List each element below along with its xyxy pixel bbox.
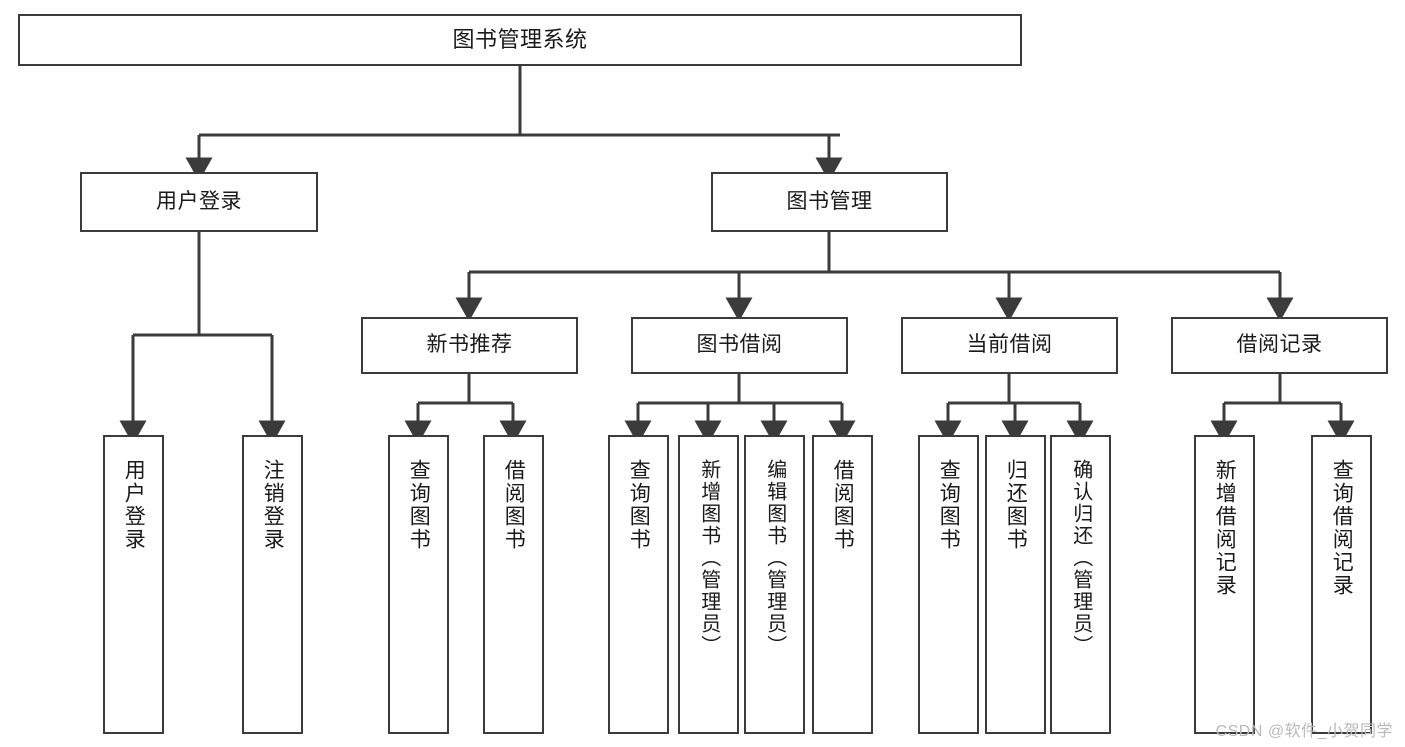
node-user-login[interactable]: 用户登录 (80, 172, 318, 232)
leaf-user-login-logout[interactable]: 注销登录 (242, 435, 303, 734)
node-book-management-label: 图书管理 (786, 189, 873, 213)
leaf-book-borrow-borrow[interactable]: 借阅图书 (812, 435, 873, 734)
leaf-book-borrow-add[interactable]: 新增图书（管理员） (678, 435, 739, 734)
node-user-login-label: 用户登录 (156, 189, 242, 213)
node-new-book-recommend[interactable]: 新书推荐 (361, 317, 578, 374)
leaf-borrow-record-add-label: 新增借阅记录 (1213, 459, 1237, 597)
node-borrow-record[interactable]: 借阅记录 (1171, 317, 1388, 374)
leaf-user-login-login[interactable]: 用户登录 (103, 435, 164, 734)
leaf-current-borrow-return-label: 归还图书 (1004, 459, 1028, 551)
node-current-borrow-label: 当前借阅 (966, 333, 1053, 357)
leaf-book-borrow-edit[interactable]: 编辑图书（管理员） (744, 435, 805, 734)
leaf-user-login-login-label: 用户登录 (122, 459, 146, 551)
leaf-current-borrow-query[interactable]: 查询图书 (918, 435, 979, 734)
leaf-new-book-borrow[interactable]: 借阅图书 (483, 435, 544, 734)
leaf-book-borrow-borrow-label: 借阅图书 (831, 459, 855, 551)
leaf-book-borrow-query-label: 查询图书 (627, 459, 651, 551)
leaf-current-borrow-confirm-label: 确认归还（管理员） (1069, 459, 1092, 657)
node-borrow-record-label: 借阅记录 (1236, 333, 1323, 357)
leaf-current-borrow-confirm[interactable]: 确认归还（管理员） (1050, 435, 1111, 734)
leaf-current-borrow-return[interactable]: 归还图书 (985, 435, 1046, 734)
watermark: CSDN @软件_小贺同学 (1215, 723, 1393, 740)
leaf-new-book-query[interactable]: 查询图书 (388, 435, 449, 734)
node-book-borrow[interactable]: 图书借阅 (631, 317, 848, 374)
leaf-book-borrow-add-label: 新增图书（管理员） (697, 459, 720, 657)
leaf-new-book-borrow-label: 借阅图书 (502, 459, 526, 551)
node-current-borrow[interactable]: 当前借阅 (901, 317, 1118, 374)
node-book-management[interactable]: 图书管理 (711, 172, 948, 232)
leaf-borrow-record-add[interactable]: 新增借阅记录 (1194, 435, 1255, 734)
leaf-borrow-record-query[interactable]: 查询借阅记录 (1311, 435, 1372, 734)
leaf-user-login-logout-label: 注销登录 (261, 459, 285, 551)
leaf-borrow-record-query-label: 查询借阅记录 (1330, 459, 1354, 597)
node-new-book-recommend-label: 新书推荐 (426, 333, 513, 357)
node-root-label: 图书管理系统 (452, 27, 588, 53)
node-book-borrow-label: 图书借阅 (696, 333, 783, 357)
leaf-book-borrow-edit-label: 编辑图书（管理员） (763, 459, 786, 657)
leaf-new-book-query-label: 查询图书 (407, 459, 431, 551)
leaf-book-borrow-query[interactable]: 查询图书 (608, 435, 669, 734)
node-root[interactable]: 图书管理系统 (18, 14, 1022, 66)
leaf-current-borrow-query-label: 查询图书 (937, 459, 961, 551)
